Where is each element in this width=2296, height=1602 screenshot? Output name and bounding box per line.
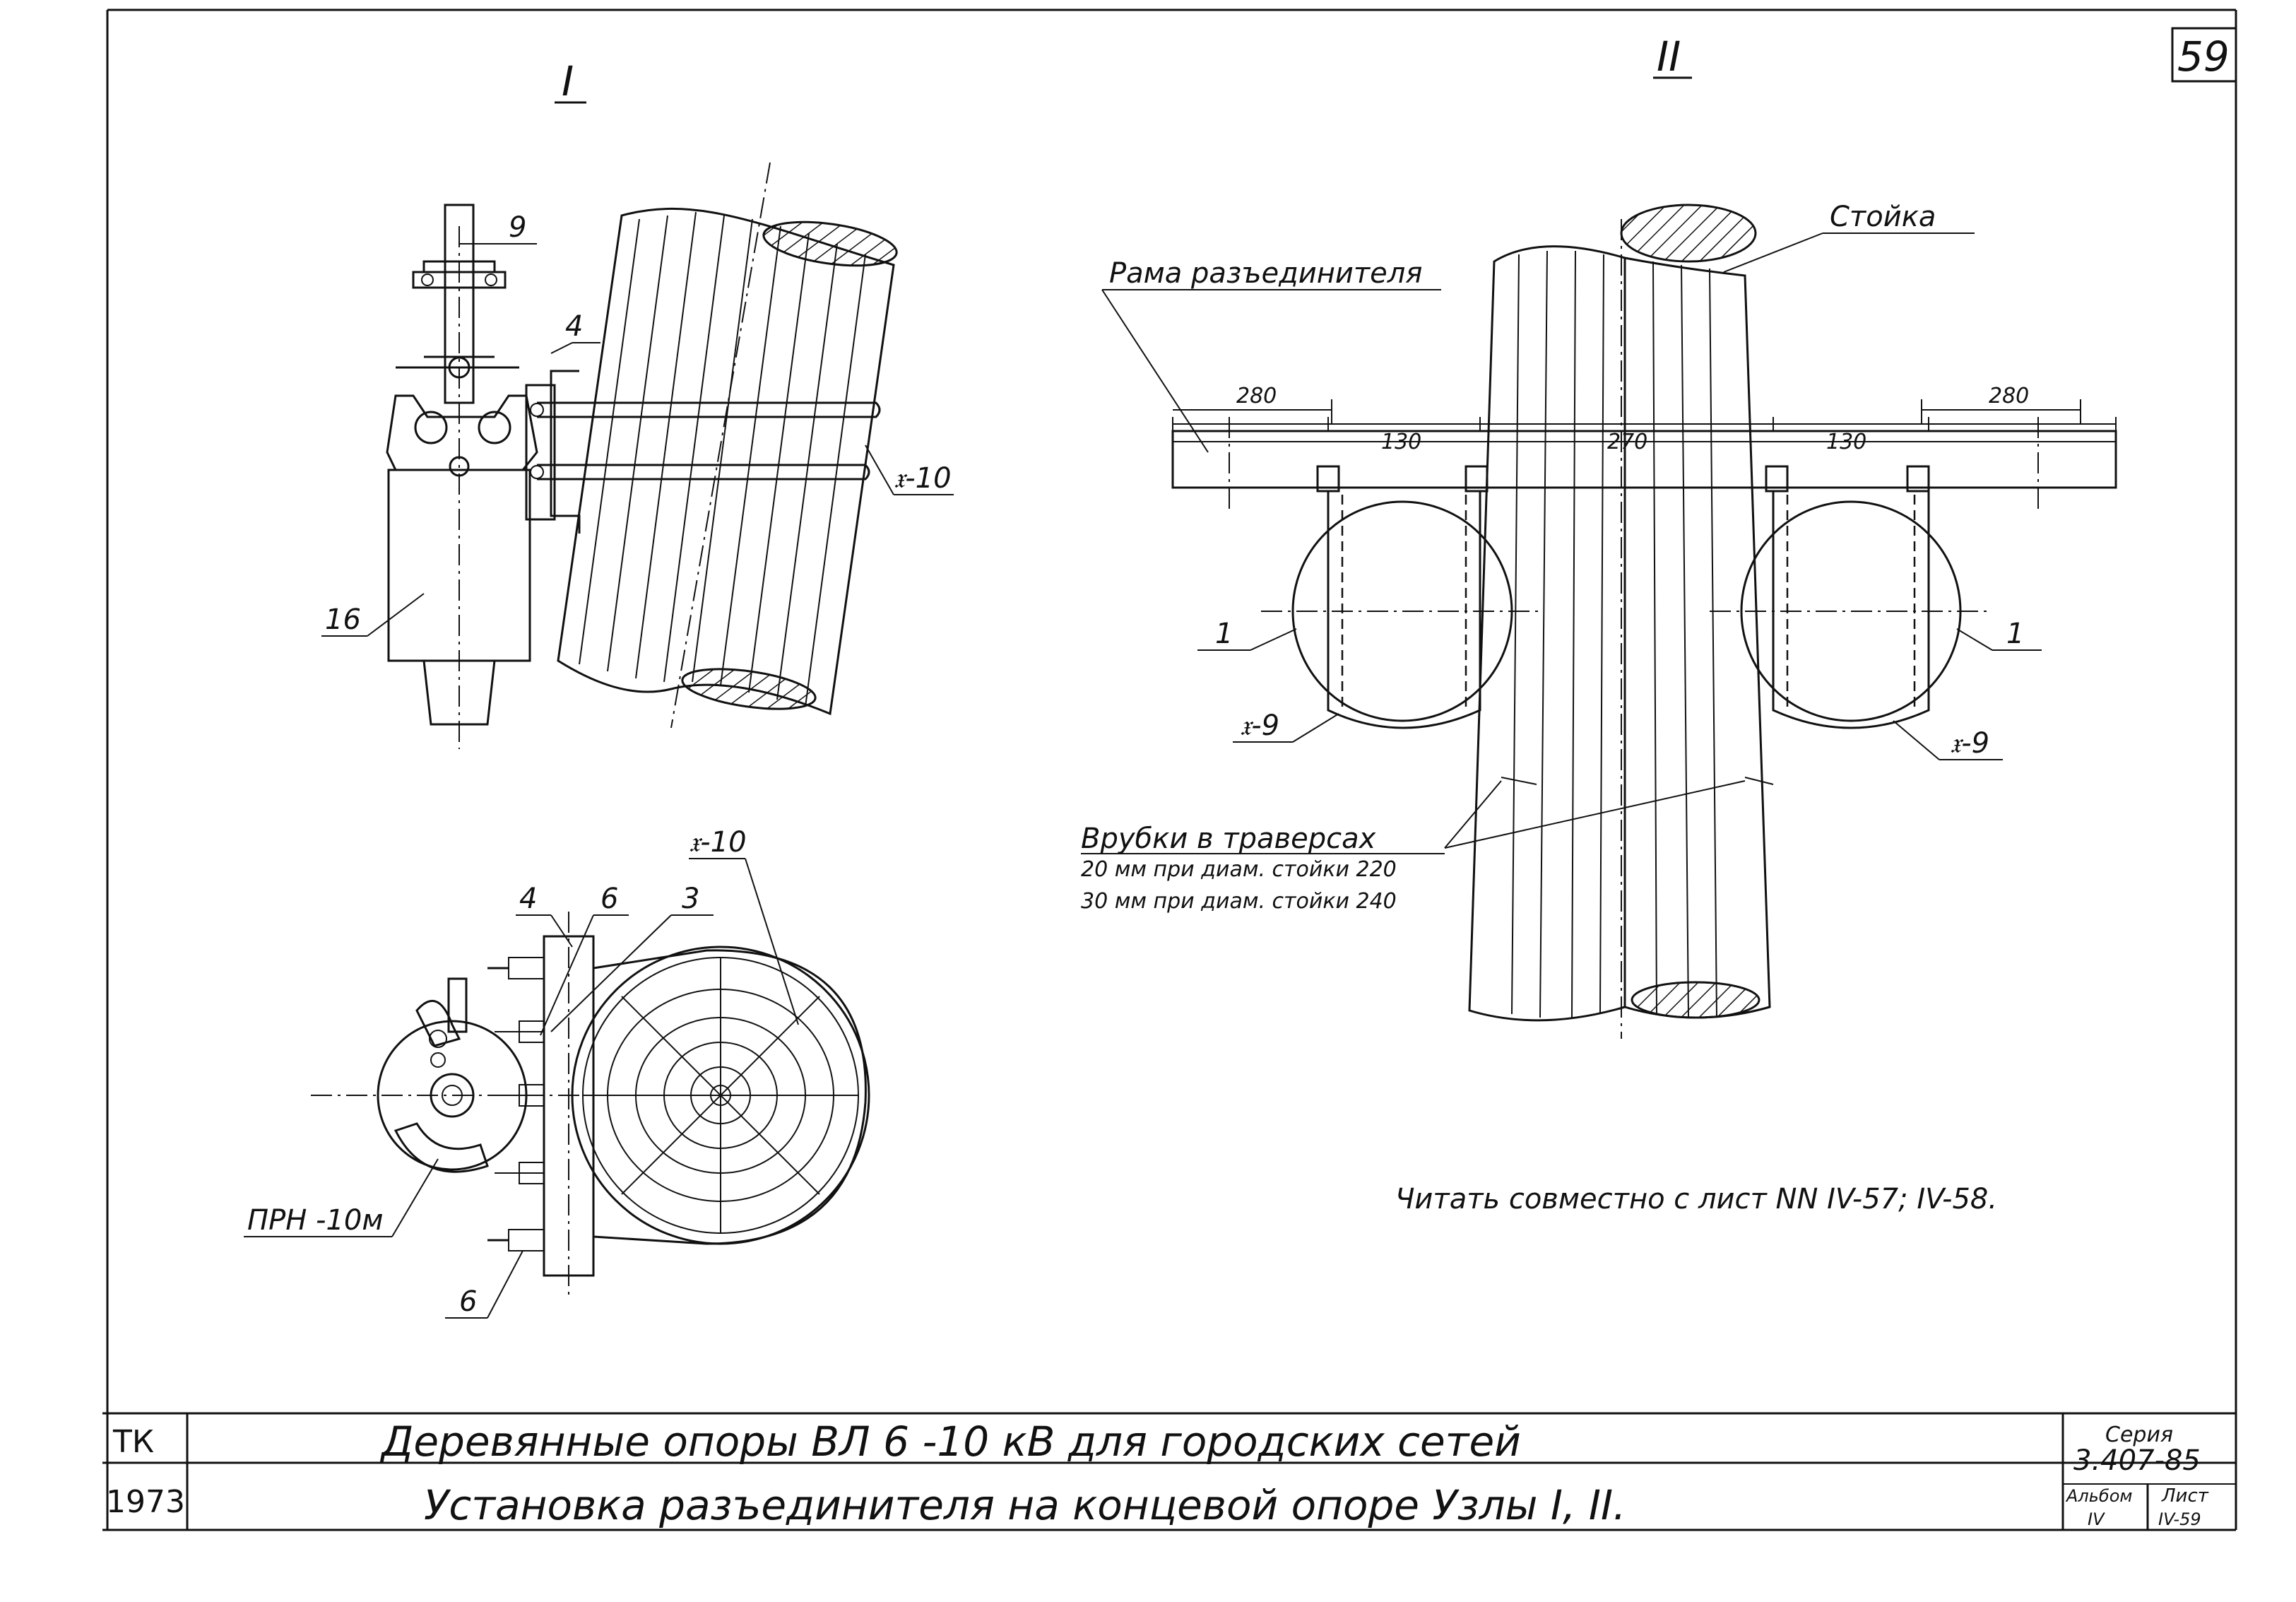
album-label: Альбом (2065, 1486, 2133, 1506)
title-year: 1973 (106, 1484, 185, 1520)
notch-line-2: 30 мм при диам. стойки 240 (1081, 889, 1397, 914)
plan-callout-6-bottom: 6 (459, 1285, 477, 1318)
dim-270: 270 (1607, 430, 1647, 454)
title-org: ТК (112, 1424, 154, 1460)
dim-280-right: 280 (1989, 384, 2029, 408)
plan-callout-6-top: 6 (600, 883, 618, 915)
plan-callout-3: 3 (682, 883, 699, 915)
series-value: 3.407-85 (2073, 1444, 2201, 1477)
node-2-title: II (1657, 33, 1681, 81)
callout-16: 16 (325, 603, 361, 636)
label-x9-left: 𝔵-9 (1240, 709, 1279, 742)
sheet-label: Лист (2161, 1485, 2209, 1507)
plan-callout-prn: ПРН -10м (247, 1204, 384, 1237)
notch-title: Врубки в траверсах (1081, 823, 1376, 855)
node-2: II (1081, 33, 2117, 1039)
callout-x10: 𝔵-10 (894, 462, 952, 495)
pole-node-1 (557, 162, 898, 729)
plan-callout-4: 4 (519, 883, 537, 915)
label-frame: Рама разъединителя (1109, 257, 1422, 290)
label-1-left: 1 (1215, 618, 1233, 650)
page-number: 59 (2177, 33, 2230, 81)
plan-callout-x10: 𝔵-10 (689, 826, 747, 859)
label-post: Стойка (1830, 201, 1936, 233)
read-together-note: Читать совместно с лист NN IV-57; IV-58. (1395, 1183, 1997, 1215)
node-1-elevation: I (321, 57, 954, 749)
callout-4: 4 (565, 310, 583, 343)
label-x9-right: 𝔵-9 (1950, 727, 1989, 760)
node-1-plan: 𝔵-10 4 6 3 ПРН -10м 6 (244, 826, 870, 1319)
title-block: ТК 1973 Деревянные опоры ВЛ 6 -10 кВ для… (102, 1412, 2236, 1531)
title-line-2: Установка разъединителя на концевой опор… (424, 1481, 1626, 1529)
dim-130-right: 130 (1826, 430, 1866, 454)
sheet-value: IV-59 (2158, 1509, 2201, 1529)
sheet-frame: 59 (106, 8, 2237, 1531)
node-1-title: I (562, 57, 574, 105)
dim-280-left: 280 (1236, 384, 1277, 408)
dim-130-left: 130 (1381, 430, 1421, 454)
album-value: IV (2088, 1509, 2105, 1529)
label-1-right: 1 (2006, 618, 2024, 650)
title-line-1: Деревянные опоры ВЛ 6 -10 кВ для городск… (379, 1418, 1521, 1466)
series-label: Серия (2105, 1423, 2173, 1447)
notch-line-1: 20 мм при диам. стойки 220 (1081, 857, 1397, 882)
callout-9: 9 (509, 211, 526, 244)
